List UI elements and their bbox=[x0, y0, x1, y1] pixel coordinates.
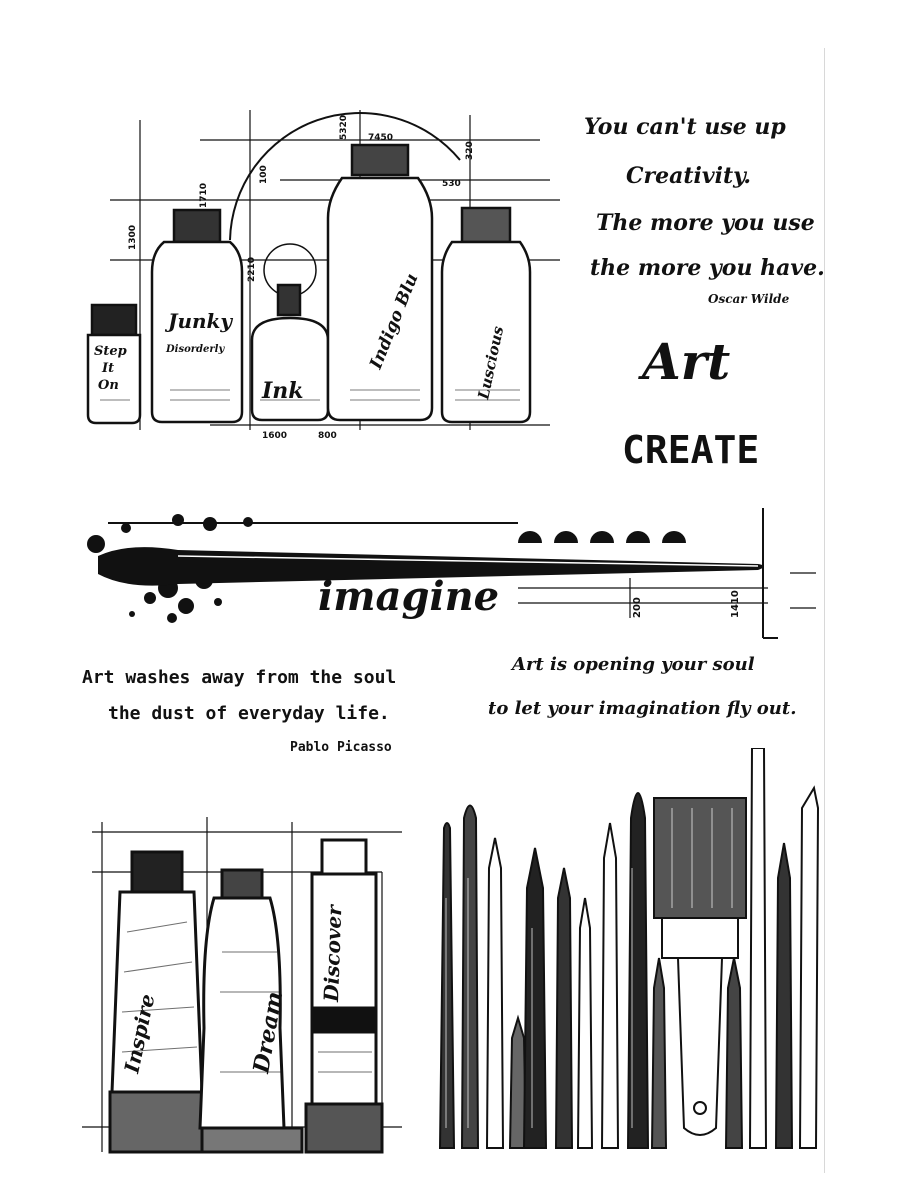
soul-quote-line2: to let your imagination fly out. bbox=[488, 698, 797, 719]
imagine-word: imagine bbox=[318, 573, 499, 620]
bp-number-2: 1710 bbox=[199, 183, 209, 208]
bottle1-label-1: Step bbox=[94, 344, 127, 359]
art-word: Art bbox=[642, 332, 731, 391]
wilde-quote-line4: the more you have. bbox=[590, 255, 825, 281]
sheet-edge bbox=[824, 48, 825, 1173]
soul-quote-line1: Art is opening your soul bbox=[512, 654, 755, 675]
bottle1-label-3: On bbox=[98, 378, 119, 393]
wilde-quote-line1: You can't use up bbox=[584, 114, 786, 140]
paint-tubes-icon: Inspire Dream Discover bbox=[82, 817, 402, 1154]
bp-number-6: 320 bbox=[465, 141, 475, 160]
bottle2-label-1: Junky bbox=[164, 309, 233, 333]
bp-number-9: 1600 bbox=[262, 431, 287, 441]
picasso-quote-line2: the dust of everyday life. bbox=[108, 703, 390, 724]
bottle3-label: Ink bbox=[261, 378, 304, 404]
bp-number-3: 100 bbox=[259, 165, 269, 184]
ink-bottles-icon: Step It On Junky Disorderly Ink Indigo B… bbox=[86, 110, 560, 441]
wilde-quote-author: Oscar Wilde bbox=[708, 292, 790, 306]
bp-number-7: 530 bbox=[442, 179, 461, 189]
bp-number-12: 1410 bbox=[730, 590, 741, 618]
bp-number-8: 2210 bbox=[247, 257, 257, 282]
bottle1-label-2: It bbox=[101, 361, 114, 376]
picasso-quote-line1: Art washes away from the soul bbox=[82, 667, 397, 688]
bp-number-5: 7450 bbox=[368, 133, 393, 143]
picasso-quote-author: Pablo Picasso bbox=[290, 740, 392, 755]
create-word: CREATE bbox=[622, 428, 760, 472]
bp-number-11: 200 bbox=[632, 597, 643, 618]
wilde-quote-line2: Creativity. bbox=[626, 163, 752, 189]
tube3-label: Discover bbox=[319, 903, 346, 1003]
wilde-quote-line3: The more you use bbox=[596, 210, 815, 236]
brushes-pencils-icon bbox=[438, 748, 820, 1149]
bp-number-10: 800 bbox=[318, 431, 337, 441]
bottle2-label-2: Disorderly bbox=[165, 344, 225, 355]
bp-number-4: 5320 bbox=[339, 115, 349, 140]
paintbrush-icon: imagine 200 1410 bbox=[87, 508, 816, 639]
bp-number-1: 1300 bbox=[128, 225, 138, 250]
